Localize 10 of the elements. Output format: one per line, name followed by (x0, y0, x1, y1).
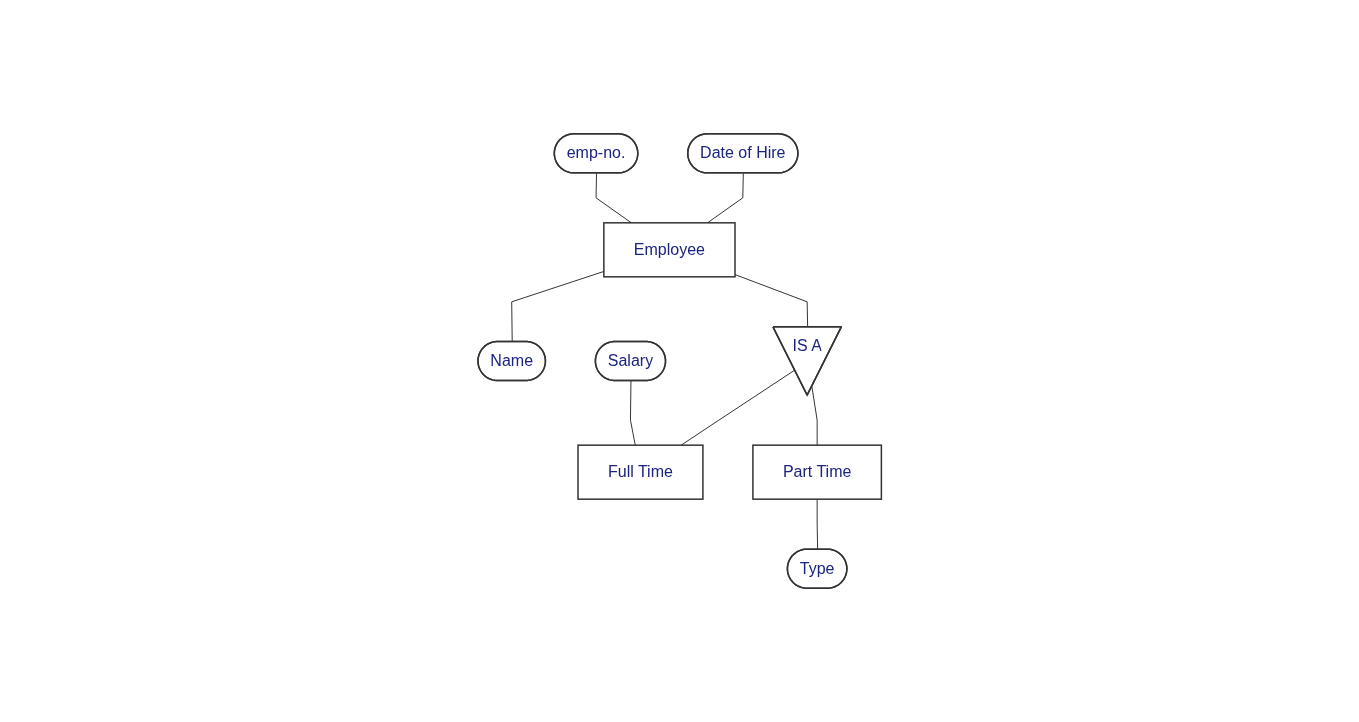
connector (811, 386, 818, 446)
connector (629, 380, 636, 446)
node-box: Full Time (577, 444, 704, 500)
connector (706, 172, 744, 224)
node-box: Employee (602, 222, 736, 278)
node-box: Part Time (751, 444, 882, 500)
connector (734, 274, 808, 328)
connector (680, 369, 796, 446)
connector (816, 498, 818, 551)
connector (595, 172, 632, 224)
